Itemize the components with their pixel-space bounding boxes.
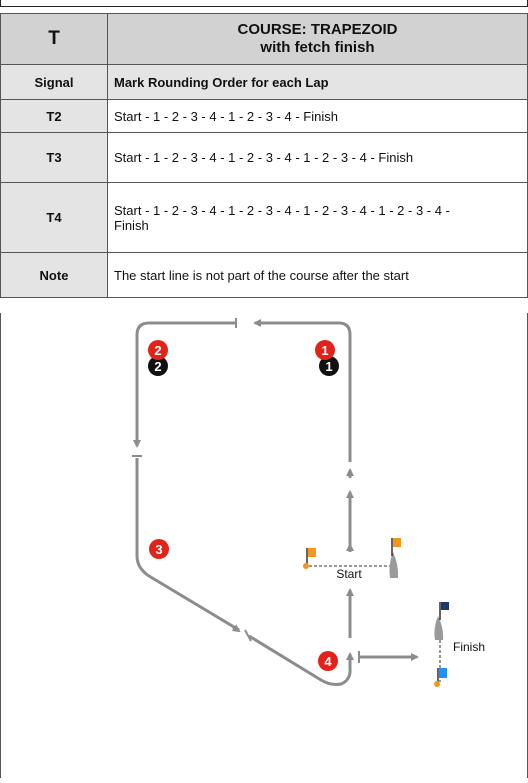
table-row: T2 Start - 1 - 2 - 3 - 4 - 1 - 2 - 3 - 4…	[0, 99, 528, 133]
table-row: T3 Start - 1 - 2 - 3 - 4 - 1 - 2 - 3 - 4…	[0, 132, 528, 183]
course-path-bottom	[248, 634, 352, 686]
table-row: T4 Start - 1 - 2 - 3 - 4 - 1 - 2 - 3 - 4…	[0, 182, 528, 253]
order-line1: Start - 1 - 2 - 3 - 4 - 1 - 2 - 3 - 4 - …	[114, 202, 450, 218]
signal-cell: T4	[0, 182, 108, 253]
mark-1-red	[315, 340, 335, 360]
course-title: COURSE: TRAPEZOID with fetch finish	[107, 13, 528, 65]
course-diagram-frame: 2 2 1 1 3 4 Start	[0, 313, 528, 778]
order-cell: Start - 1 - 2 - 3 - 4 - 1 - 2 - 3 - 4 - …	[107, 99, 528, 133]
course-path-top-right	[255, 321, 352, 462]
course-title-line2: with fetch finish	[260, 39, 375, 56]
order-cell: Start - 1 - 2 - 3 - 4 - 1 - 2 - 3 - 4 - …	[107, 132, 528, 183]
start-label: Start	[336, 567, 362, 581]
course-code: T	[0, 13, 108, 65]
course-diagram: 2 2 1 1 3 4 Start	[132, 318, 485, 687]
mark-3	[149, 539, 169, 559]
order-line2: Finish	[114, 217, 149, 233]
start-pin-flag	[303, 548, 316, 569]
order-cell: Start - 1 - 2 - 3 - 4 - 1 - 2 - 3 - 4 - …	[107, 182, 528, 253]
course-path-left-lower	[135, 458, 240, 632]
course-title-line1: COURSE: TRAPEZOID	[237, 21, 398, 38]
mark-1-black	[319, 356, 339, 376]
arrow-diagonal-1	[231, 624, 241, 633]
tick-diagonal	[244, 629, 252, 642]
finish-label: Finish	[453, 640, 485, 654]
course-path	[135, 321, 236, 440]
subheader-row: Signal Mark Rounding Order for each Lap	[0, 64, 528, 100]
header-row: T COURSE: TRAPEZOID with fetch finish	[0, 13, 528, 65]
mark-2-black	[148, 356, 168, 376]
start-committee-boat	[389, 538, 401, 578]
signal-cell: T3	[0, 132, 108, 183]
finish-committee-boat	[434, 602, 449, 640]
mark-4	[318, 651, 338, 671]
signal-cell: T2	[0, 99, 108, 133]
top-border-strip	[0, 0, 528, 7]
mark-3-label: 3	[155, 542, 162, 557]
finish-pin-flag	[434, 668, 447, 687]
order-column-header: Mark Rounding Order for each Lap	[107, 64, 528, 100]
mark-1-label: 1	[321, 343, 328, 358]
note-label: Note	[0, 252, 108, 298]
mark-2-red	[148, 340, 168, 360]
course-table: T COURSE: TRAPEZOID with fetch finish Si…	[0, 13, 528, 298]
note-row: Note The start line is not part of the c…	[0, 252, 528, 298]
note-text: The start line is not part of the course…	[107, 252, 528, 298]
mark-1-black-label: 1	[325, 359, 332, 374]
signal-column-header: Signal	[0, 64, 108, 100]
mark-2-black-label: 2	[154, 359, 161, 374]
mark-4-label: 4	[324, 654, 332, 669]
mark-2-label: 2	[154, 343, 161, 358]
